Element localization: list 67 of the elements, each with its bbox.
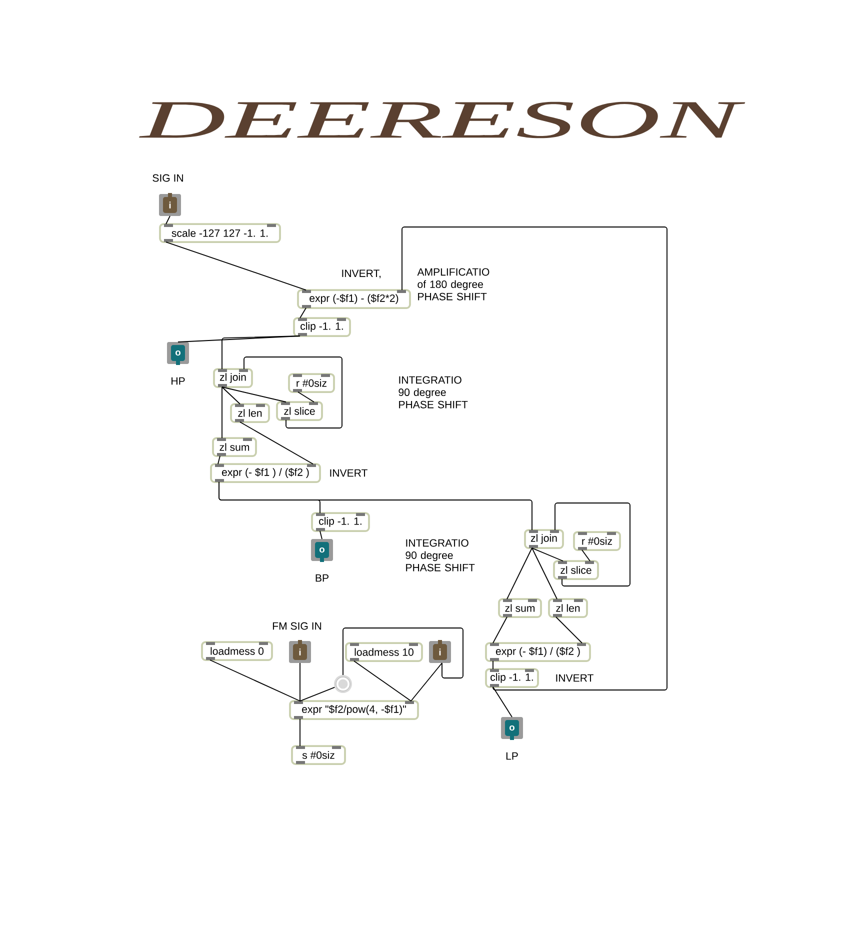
patch-cord — [402, 226, 668, 690]
patch-cord — [532, 548, 564, 562]
object-box: expr (- $f1 ) / ($f2 ) — [210, 463, 321, 483]
patch-cord — [300, 686, 336, 702]
comment-text: INVERT — [330, 469, 368, 477]
comment-text: INVERT, — [342, 270, 381, 278]
patch-cord — [342, 628, 464, 678]
patch-cord — [532, 548, 558, 600]
object-box: r #0siz — [573, 531, 621, 551]
patch-cord — [240, 422, 314, 464]
object-box: expr (- $f1) / ($f2 ) — [485, 642, 591, 662]
patch-cord — [210, 660, 300, 702]
object-box: zl sum — [498, 598, 542, 618]
object-box: scale -127 127 -1. 1. — [159, 223, 281, 243]
patch-cord — [222, 386, 286, 402]
port-label: LP — [506, 752, 518, 760]
port-label: BP — [316, 574, 328, 582]
object-box: r #0siz — [288, 373, 335, 393]
toggle-button — [334, 675, 352, 693]
patch-cord — [492, 660, 494, 670]
patch-cord — [320, 530, 322, 540]
patch-cord — [166, 242, 306, 290]
patch-cord — [218, 456, 220, 464]
patch-cord — [298, 392, 314, 402]
patch-cord — [492, 616, 508, 644]
patch-cord — [354, 660, 412, 702]
patch-cord — [556, 616, 582, 644]
object-box: zl slice — [553, 560, 599, 580]
patch-cord — [218, 482, 532, 530]
patch-cord — [222, 336, 300, 370]
comment-text: INTEGRATIO 90 degree PHASE SHIFT — [406, 539, 475, 572]
object-box: zl len — [230, 403, 270, 423]
port-label: SIG IN — [152, 174, 183, 182]
object-box: loadmess 0 — [201, 641, 273, 661]
object-box: zl sum — [212, 437, 257, 457]
comment-text: INVERT — [556, 674, 594, 682]
object-box: zl slice — [276, 401, 323, 421]
patch-cord — [554, 502, 630, 586]
patch-cord — [244, 356, 342, 428]
object-box: clip -1. 1. — [311, 512, 370, 532]
object-box: zl len — [548, 598, 588, 618]
inlet-box: i — [429, 640, 451, 663]
patch-cord — [506, 548, 532, 600]
patch-cord — [222, 386, 240, 404]
object-box: expr (-$f1) - ($f2*2) — [297, 289, 411, 309]
inlet-box: i — [159, 193, 181, 216]
patch-cord — [410, 662, 442, 702]
object-box: zl join — [524, 529, 564, 549]
outlet-box: o — [311, 539, 333, 562]
patch-cord — [492, 686, 512, 718]
object-box: clip -1. 1. — [293, 317, 351, 337]
port-label: FM SIG IN — [272, 622, 322, 630]
patch-cord — [166, 216, 170, 224]
outlet-box: o — [167, 342, 189, 365]
port-label: HP — [172, 377, 185, 385]
patch-cord — [300, 308, 306, 318]
object-box: clip -1. 1. — [485, 668, 539, 688]
inlet-box: i — [289, 640, 311, 663]
comment-text: AMPLIFICATIO of 180 degree PHASE SHIFT — [417, 268, 490, 300]
object-box: loadmess 10 — [345, 642, 423, 662]
object-box: s #0siz — [291, 745, 346, 765]
comment-text: INTEGRATIO 90 degree PHASE SHIFT — [398, 376, 468, 408]
handwritten-title: DEERESON — [139, 102, 746, 138]
outlet-box: o — [501, 717, 523, 740]
object-box: zl join — [213, 368, 253, 388]
patch-cord — [582, 550, 590, 562]
object-box: expr "$f2/pow(4, -$f1)" — [289, 700, 419, 720]
